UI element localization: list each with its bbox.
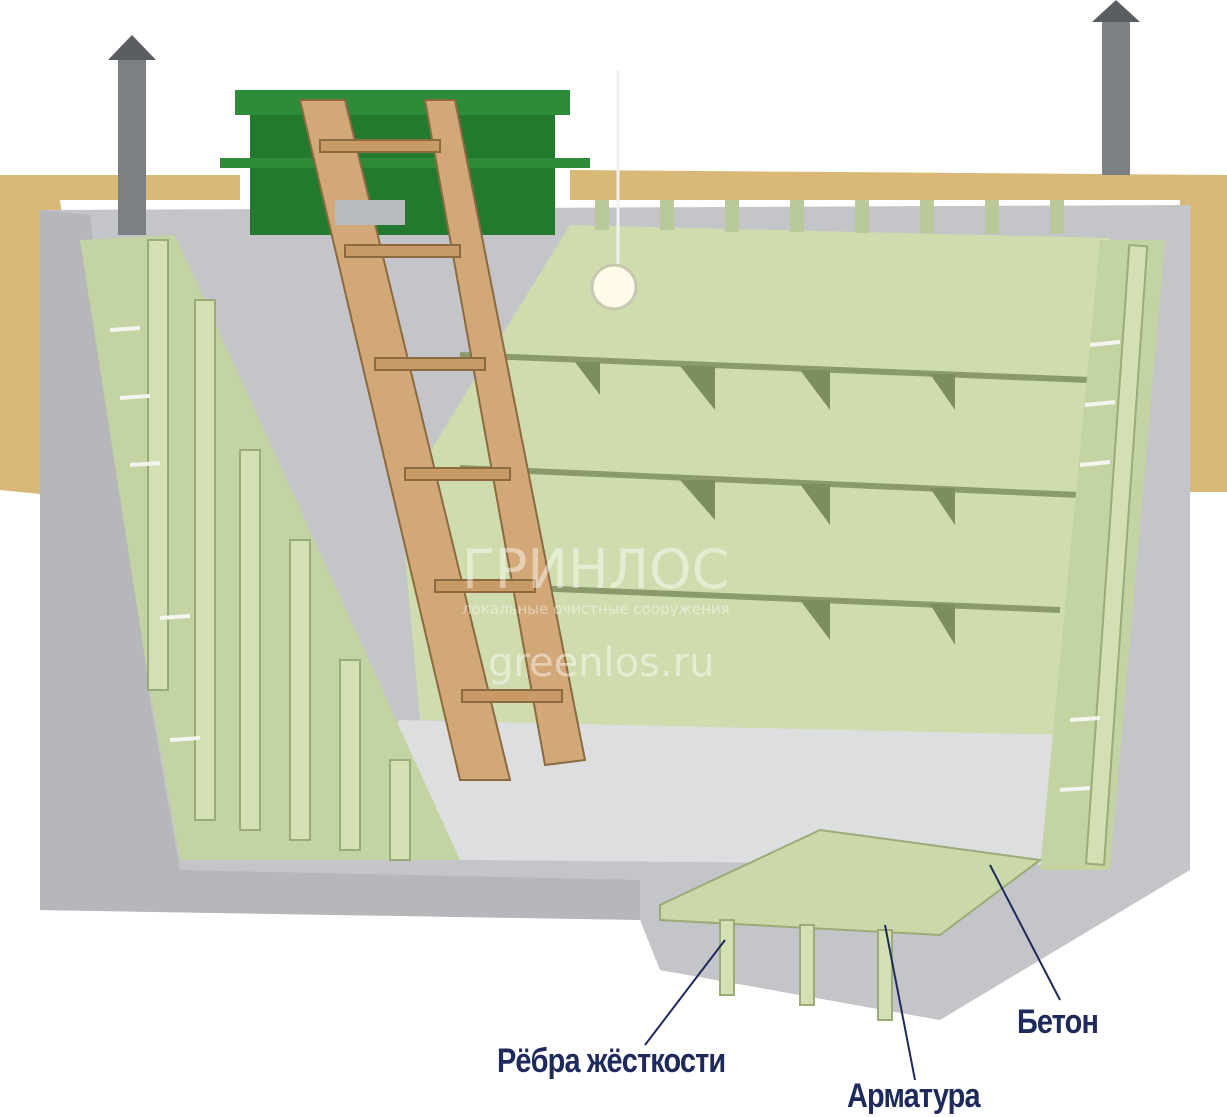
watermark-brand: ГРИНЛОС [462, 538, 730, 601]
label-concrete: Бетон [1017, 1003, 1099, 1041]
lamp [590, 70, 638, 311]
floor-cutaway [659, 828, 1043, 1021]
top-rib-stubs [595, 200, 1064, 234]
label-rebar: Арматура [847, 1077, 981, 1115]
right-wall [1040, 240, 1165, 870]
watermark-tagline: локальные очистные сооружения [462, 600, 730, 618]
back-wall-ribs [459, 352, 1091, 645]
leader-lines [644, 864, 1061, 1081]
watermark-site: greenlos.ru [488, 640, 715, 686]
left-wall [80, 235, 460, 861]
ladder [298, 99, 587, 781]
rebar-ticks [109, 326, 1121, 792]
label-stiffening-ribs: Рёбра жёсткости [497, 1042, 726, 1080]
vent-pipe-left [108, 35, 156, 235]
vent-pipe-right [1092, 0, 1140, 175]
